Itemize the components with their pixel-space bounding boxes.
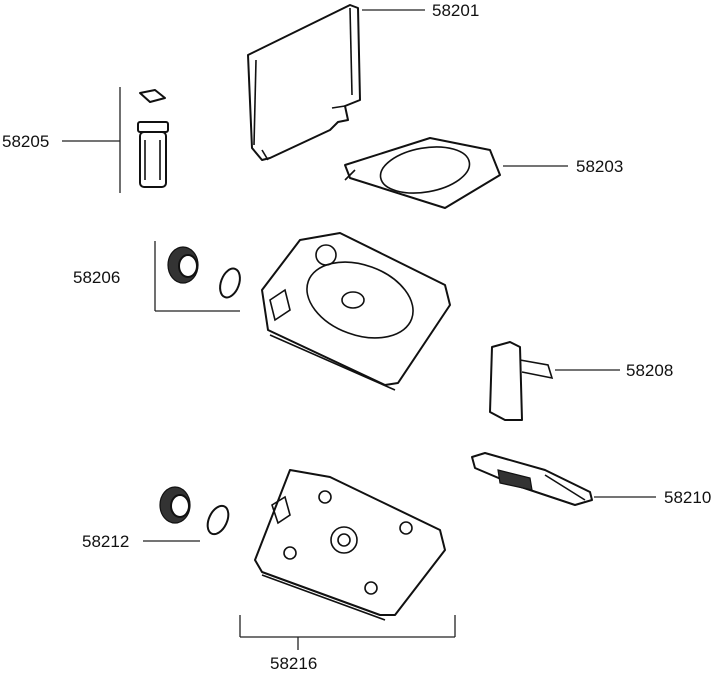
part-58212-knob: [159, 486, 230, 536]
leader-58205: [62, 87, 121, 193]
label-58201: 58201: [432, 1, 480, 20]
part-58206-knob: [167, 246, 241, 299]
part-58210-slide-rod: [471, 452, 593, 506]
label-58205: 58205: [2, 132, 50, 151]
part-58205-valve: [137, 89, 169, 188]
label-58203: 58203: [576, 157, 624, 176]
part-58216-base-plate: [254, 469, 446, 621]
part-58201-cover: [247, 4, 361, 161]
leader-58216: [239, 615, 456, 650]
label-58212: 58212: [82, 532, 130, 551]
label-58210: 58210: [664, 488, 712, 507]
leader-58206: [154, 241, 240, 312]
part-58208-lever: [489, 341, 554, 421]
label-58206: 58206: [73, 268, 121, 287]
part-main-plate: [261, 232, 451, 391]
label-58216: 58216: [270, 654, 318, 673]
part-58203-seal-frame: [344, 137, 501, 209]
label-58208: 58208: [626, 361, 674, 380]
